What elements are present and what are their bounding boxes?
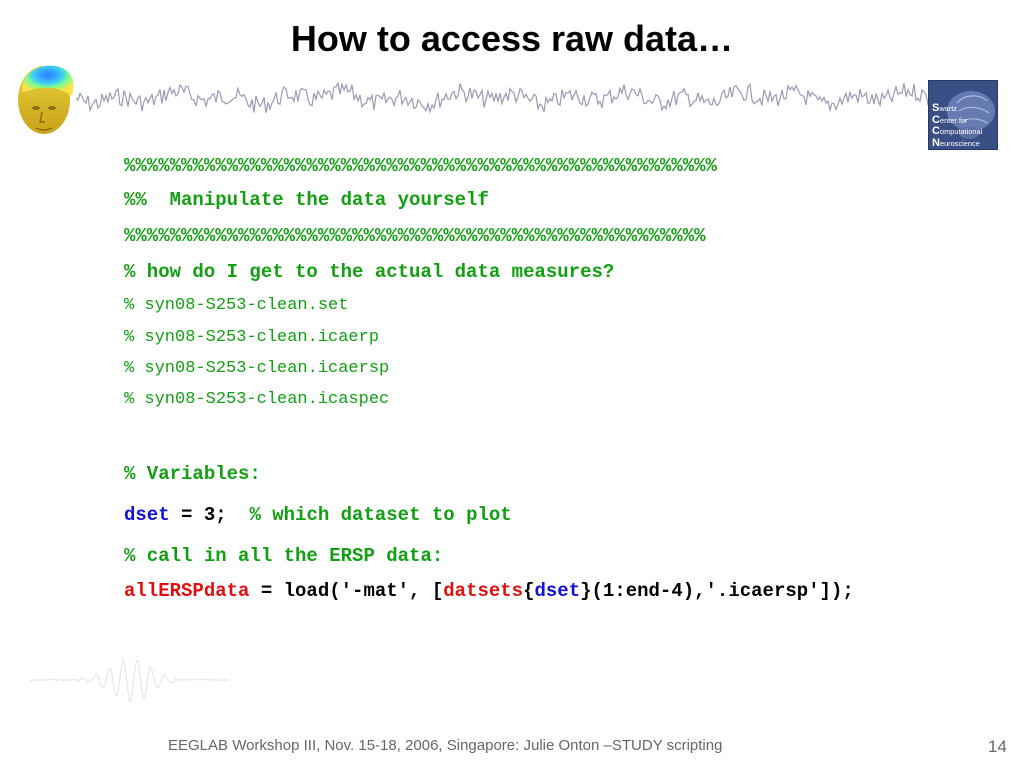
code-token: dset (124, 504, 170, 526)
code-line: % syn08-S253-clean.icaspec (124, 390, 389, 409)
code-token: % Variables: (124, 463, 261, 485)
sccn-logo-text: Swartz Center for Computational Neurosci… (932, 102, 983, 149)
code-line: % how do I get to the actual data measur… (124, 261, 614, 283)
code-line: % syn08-S253-clean.icaerp (124, 328, 379, 347)
code-token: % call in all the ERSP data: (124, 545, 444, 567)
code-line: % Variables: (124, 463, 261, 485)
head-topography-icon (18, 65, 74, 134)
eeg-waveform-decoration (76, 81, 928, 114)
code-token: { (523, 580, 535, 602)
code-token: % syn08-S253-clean.icaspec (124, 390, 390, 409)
brain-icon (947, 91, 995, 139)
code-token: % which dataset to plot (249, 504, 512, 526)
code-line: dset = 3; % which dataset to plot (124, 504, 512, 526)
code-line: % call in all the ERSP data: (124, 545, 443, 567)
code-line: %%%%%%%%%%%%%%%%%%%%%%%%%%%%%%%%%%%%%%%%… (124, 225, 706, 247)
code-token: dset (534, 580, 581, 602)
code-line: %% Manipulate the data yourself (124, 189, 489, 211)
code-token: allERSPdata (124, 580, 250, 602)
code-token: % syn08-S253-clean.icaersp (124, 359, 390, 378)
code-line: % syn08-S253-clean.icaersp (124, 359, 389, 378)
code-line: % syn08-S253-clean.set (124, 296, 348, 315)
faint-waveform-decoration (30, 658, 230, 703)
slide-footer: EEGLAB Workshop III, Nov. 15-18, 2006, S… (168, 737, 723, 754)
code-token: }(1:end-4),'.icaersp']); (580, 580, 854, 602)
code-token: %%%%%%%%%%%%%%%%%%%%%%%%%%%%%%%%%%%%%%%%… (124, 155, 717, 177)
code-line: %%%%%%%%%%%%%%%%%%%%%%%%%%%%%%%%%%%%%%%%… (124, 155, 717, 177)
code-token: = 3; (169, 504, 250, 526)
code-token: %%%%%%%%%%%%%%%%%%%%%%%%%%%%%%%%%%%%%%%%… (124, 225, 706, 247)
code-token: datsets (443, 580, 524, 602)
code-token: % how do I get to the actual data measur… (124, 261, 615, 283)
code-line: allERSPdata = load('-mat', [datsets{dset… (124, 580, 854, 602)
page-number: 14 (988, 737, 1007, 756)
code-token: %% Manipulate the data yourself (124, 189, 489, 211)
code-token: % syn08-S253-clean.icaerp (124, 328, 380, 347)
code-token: % syn08-S253-clean.set (124, 296, 349, 315)
sccn-logo: Swartz Center for Computational Neurosci… (928, 80, 998, 150)
slide-title: How to access raw data… (290, 18, 734, 59)
code-token: = load('-mat', [ (249, 580, 444, 602)
